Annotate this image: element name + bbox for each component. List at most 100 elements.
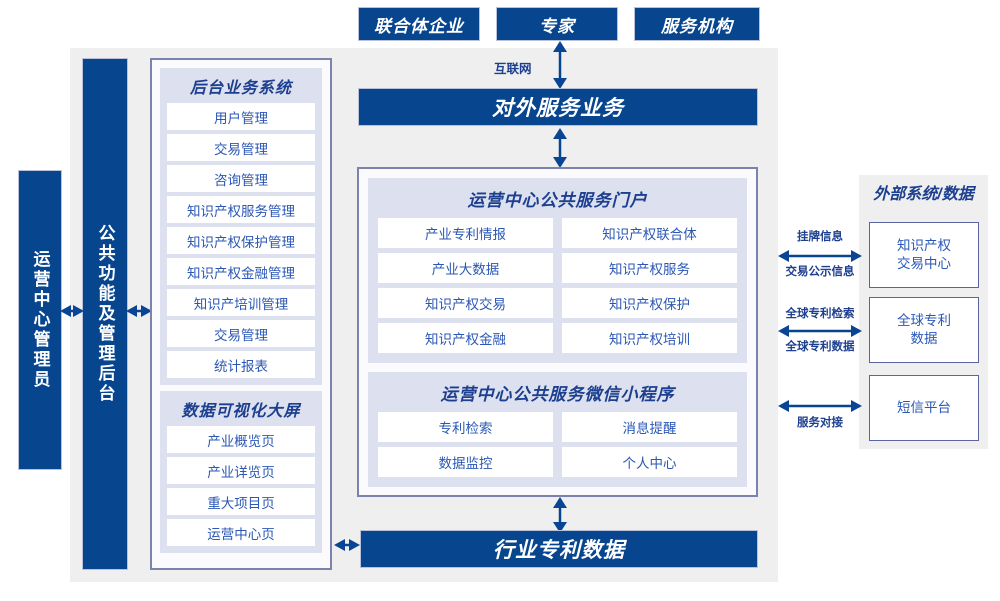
external-system-global-patent-data[interactable]: 全球专利 数据 bbox=[869, 297, 979, 363]
list-item[interactable]: 咨询管理 bbox=[167, 165, 315, 192]
list-item-label: 运营中心页 bbox=[207, 526, 275, 542]
actor-label: 联合体企业 bbox=[374, 16, 464, 36]
grid-item[interactable]: 知识产权服务 bbox=[562, 253, 737, 283]
external-connector-3-arrow bbox=[778, 400, 862, 412]
portal-title: 运营中心公共服务门户 bbox=[467, 191, 648, 210]
external-system-label: 短信平台 bbox=[897, 399, 951, 415]
list-item-label: 知识产权保护管理 bbox=[187, 234, 295, 250]
list-item[interactable]: 产业详览页 bbox=[167, 457, 315, 484]
left-column-operations-admin[interactable]: 运营中心管理员 bbox=[18, 170, 62, 470]
external-system-label: 全球专利 数据 bbox=[897, 312, 951, 346]
external-connector-2-arrow bbox=[778, 325, 862, 337]
grid-item-label: 数据监控 bbox=[438, 456, 493, 471]
actor-box-service-agency[interactable]: 服务机构 bbox=[634, 7, 760, 41]
grid-item[interactable]: 知识产权联合体 bbox=[562, 218, 737, 248]
grid-item[interactable]: 产业专利情报 bbox=[378, 218, 553, 248]
portal-to-data-arrow bbox=[553, 497, 567, 533]
backoffice-card: 后台业务系统 用户管理 交易管理 咨询管理 知识产权服务管理 知识产权保护管理 … bbox=[150, 58, 332, 570]
grid-item-label: 产业专利情报 bbox=[425, 227, 506, 242]
actor-box-expert[interactable]: 专家 bbox=[496, 7, 618, 41]
list-item-label: 重大项目页 bbox=[207, 495, 275, 511]
grid-item[interactable]: 产业大数据 bbox=[378, 253, 553, 283]
external-connector-1-label-above: 挂牌信息 bbox=[797, 231, 843, 243]
portal-card: 运营中心公共服务门户 产业专利情报 知识产权联合体 产业大数据 知识产权服务 知… bbox=[357, 167, 758, 497]
miniprogram-panel: 运营中心公共服务微信小程序 专利检索 消息提醒 数据监控 个人中心 bbox=[368, 372, 747, 487]
list-item[interactable]: 知识产权服务管理 bbox=[167, 196, 315, 223]
list-item[interactable]: 知识产培训管理 bbox=[167, 289, 315, 316]
grid-item-label: 消息提醒 bbox=[622, 421, 677, 436]
list-item[interactable]: 产业概览页 bbox=[167, 426, 315, 453]
portal-panel: 运营中心公共服务门户 产业专利情报 知识产权联合体 产业大数据 知识产权服务 知… bbox=[368, 178, 747, 363]
left-column-label: 公共功能及管理后台 bbox=[95, 224, 115, 404]
external-service-bar[interactable]: 对外服务业务 bbox=[358, 88, 758, 126]
grid-item[interactable]: 知识产权金融 bbox=[378, 323, 553, 353]
industry-patent-data-label: 行业专利数据 bbox=[493, 539, 625, 562]
industry-patent-data-bar[interactable]: 行业专利数据 bbox=[360, 530, 758, 568]
grid-item[interactable]: 知识产权交易 bbox=[378, 288, 553, 318]
grid-item[interactable]: 专利检索 bbox=[378, 412, 553, 442]
internet-connector-arrow bbox=[553, 41, 567, 89]
actor-label: 服务机构 bbox=[661, 16, 733, 36]
grid-item-label: 个人中心 bbox=[622, 456, 677, 471]
external-connector-2-label-below: 全球专利数据 bbox=[785, 341, 855, 353]
grid-item-label: 知识产权保护 bbox=[609, 297, 690, 312]
list-item-label: 产业概览页 bbox=[207, 433, 275, 449]
grid-item-label: 专利检索 bbox=[438, 421, 493, 436]
grid-item-label: 知识产权金融 bbox=[425, 332, 506, 347]
list-item-label: 知识产培训管理 bbox=[193, 296, 289, 312]
admin-to-backend-arrow bbox=[60, 305, 84, 317]
list-item[interactable]: 运营中心页 bbox=[167, 519, 315, 546]
grid-item-label: 知识产权培训 bbox=[609, 332, 690, 347]
miniprogram-title: 运营中心公共服务微信小程序 bbox=[440, 385, 675, 404]
actor-label: 专家 bbox=[539, 16, 575, 36]
portal-grid: 产业专利情报 知识产权联合体 产业大数据 知识产权服务 知识产权交易 知识产权保… bbox=[378, 218, 737, 353]
list-item[interactable]: 交易管理 bbox=[167, 320, 315, 347]
list-item-label: 知识产权服务管理 bbox=[187, 203, 295, 219]
internet-label: 互联网 bbox=[494, 62, 532, 76]
list-item-label: 产业详览页 bbox=[207, 464, 275, 480]
external-system-ip-exchange[interactable]: 知识产权 交易中心 bbox=[869, 222, 979, 288]
dashboard-item-list: 产业概览页 产业详览页 重大项目页 运营中心页 bbox=[167, 426, 315, 546]
list-item-label: 交易管理 bbox=[214, 141, 268, 157]
actor-box-consortium[interactable]: 联合体企业 bbox=[358, 7, 480, 41]
dashboard-panel: 数据可视化大屏 产业概览页 产业详览页 重大项目页 运营中心页 bbox=[160, 391, 322, 553]
backoffice-title: 后台业务系统 bbox=[189, 80, 292, 97]
list-item[interactable]: 重大项目页 bbox=[167, 488, 315, 515]
service-to-portal-arrow bbox=[553, 128, 567, 168]
backoffice-to-data-arrow bbox=[334, 539, 360, 551]
list-item-label: 交易管理 bbox=[214, 327, 268, 343]
external-connector-3-label-below: 服务对接 bbox=[797, 417, 843, 429]
external-service-label: 对外服务业务 bbox=[492, 97, 624, 120]
external-system-sms-platform[interactable]: 短信平台 bbox=[869, 375, 979, 441]
external-system-label: 知识产权 交易中心 bbox=[897, 237, 951, 271]
backoffice-item-list: 用户管理 交易管理 咨询管理 知识产权服务管理 知识产权保护管理 知识产权金融管… bbox=[167, 103, 315, 378]
dashboard-title: 数据可视化大屏 bbox=[181, 403, 301, 420]
grid-item-label: 知识产权交易 bbox=[425, 297, 506, 312]
grid-item-label: 产业大数据 bbox=[431, 262, 500, 277]
grid-item[interactable]: 个人中心 bbox=[562, 447, 737, 477]
list-item-label: 用户管理 bbox=[214, 110, 268, 126]
left-column-label: 运营中心管理员 bbox=[30, 250, 50, 390]
external-connector-1-label-below: 交易公示信息 bbox=[785, 266, 855, 278]
grid-item[interactable]: 消息提醒 bbox=[562, 412, 737, 442]
list-item-label: 统计报表 bbox=[214, 358, 268, 374]
grid-item-label: 知识产权服务 bbox=[609, 262, 690, 277]
grid-item[interactable]: 数据监控 bbox=[378, 447, 553, 477]
list-item[interactable]: 交易管理 bbox=[167, 134, 315, 161]
grid-item[interactable]: 知识产权保护 bbox=[562, 288, 737, 318]
external-connector-1-arrow bbox=[778, 250, 862, 262]
left-column-common-functions[interactable]: 公共功能及管理后台 bbox=[82, 58, 128, 570]
list-item[interactable]: 知识产权保护管理 bbox=[167, 227, 315, 254]
list-item-label: 咨询管理 bbox=[214, 172, 268, 188]
list-item[interactable]: 统计报表 bbox=[167, 351, 315, 378]
miniprogram-grid: 专利检索 消息提醒 数据监控 个人中心 bbox=[378, 412, 737, 477]
list-item-label: 知识产权金融管理 bbox=[187, 265, 295, 281]
external-connector-2-label-above: 全球专利检索 bbox=[785, 308, 855, 320]
external-systems-title: 外部系统/数据 bbox=[873, 186, 974, 203]
backoffice-panel: 后台业务系统 用户管理 交易管理 咨询管理 知识产权服务管理 知识产权保护管理 … bbox=[160, 68, 322, 385]
grid-item-label: 知识产权联合体 bbox=[602, 227, 697, 242]
grid-item[interactable]: 知识产权培训 bbox=[562, 323, 737, 353]
list-item[interactable]: 知识产权金融管理 bbox=[167, 258, 315, 285]
backend-to-backoffice-arrow bbox=[126, 305, 152, 317]
list-item[interactable]: 用户管理 bbox=[167, 103, 315, 130]
